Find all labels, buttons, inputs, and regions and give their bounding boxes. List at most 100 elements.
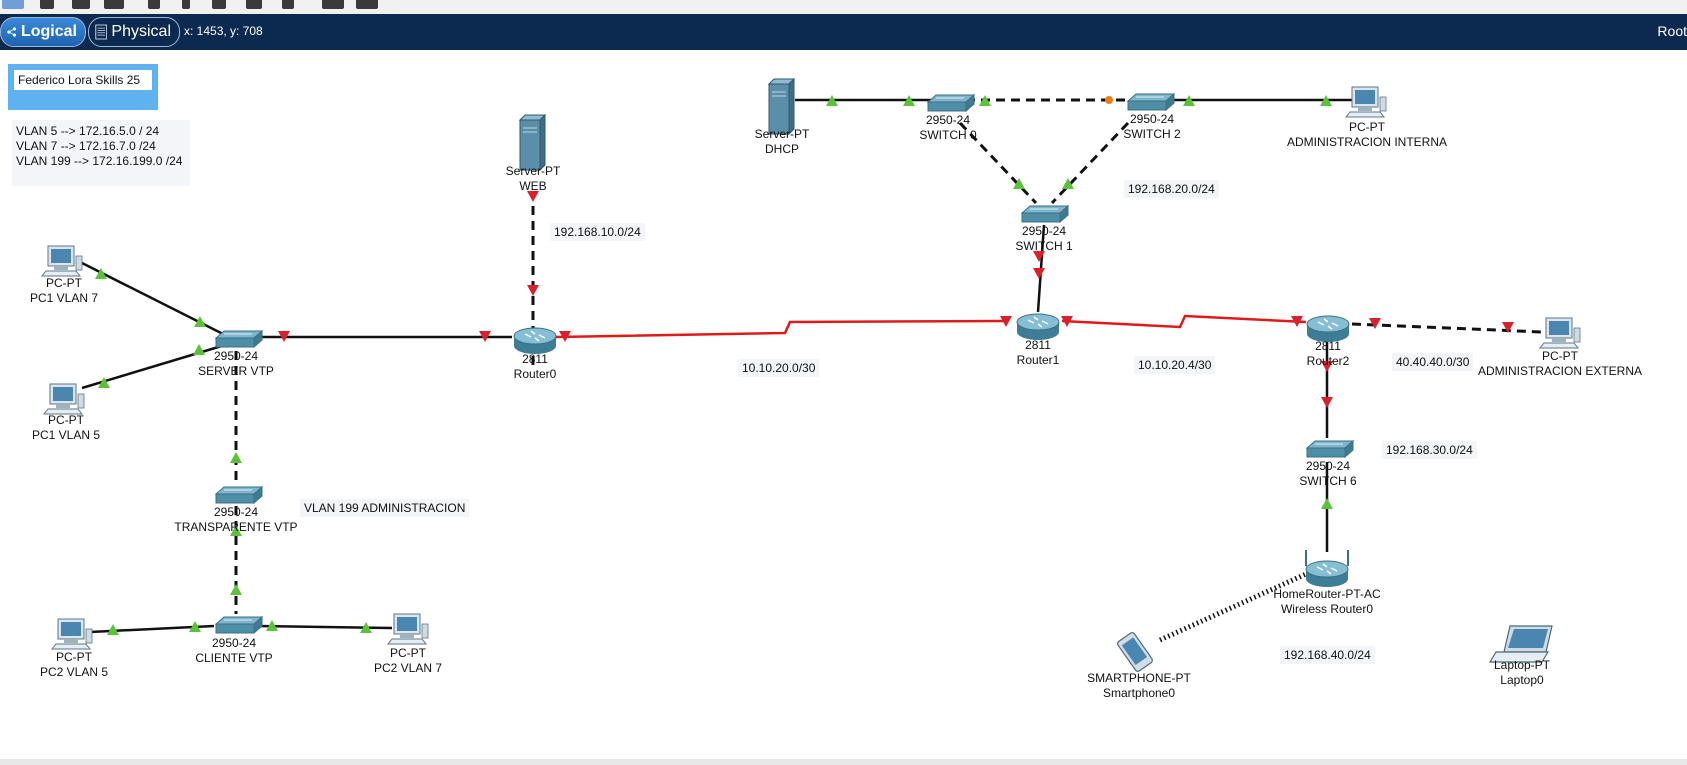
network-note[interactable]: 192.168.40.0/24 xyxy=(1280,646,1375,664)
device-type-text: 2950-24 xyxy=(211,636,257,650)
wireless-router[interactable] xyxy=(1305,550,1349,588)
device-type-text: Laptop-PT xyxy=(1493,658,1551,672)
link-router2-pc-admin-ext[interactable] xyxy=(1351,322,1543,334)
note-icon[interactable] xyxy=(148,0,160,9)
port-down-indicator xyxy=(278,191,1514,408)
device-name-text: SWITCH 1 xyxy=(1015,239,1073,253)
device-type-text: 2811 xyxy=(1315,339,1341,353)
pc2-vlan5[interactable] xyxy=(51,618,93,650)
network-note[interactable]: 192.168.30.0/24 xyxy=(1382,441,1477,459)
device-name-text: Smartphone0 xyxy=(1102,686,1176,700)
draw-icon[interactable] xyxy=(182,0,190,9)
pc-admin-externa[interactable] xyxy=(1539,317,1581,349)
shape-icon[interactable] xyxy=(212,0,226,9)
inspect-icon[interactable] xyxy=(72,0,90,9)
device-name-text: SERVER VTP xyxy=(198,364,274,378)
link-router0-router1[interactable] xyxy=(555,319,1006,339)
device-name-text: WEB xyxy=(519,179,547,193)
router-0[interactable] xyxy=(513,327,557,355)
server-dhcp[interactable] xyxy=(768,78,795,135)
link-router1-router2[interactable] xyxy=(1061,314,1307,329)
zoom-icon[interactable] xyxy=(40,0,54,9)
toolbar-strip xyxy=(0,0,1687,14)
vlan-note[interactable]: VLAN 5 --> 172.16.5.0 / 24 VLAN 7 --> 17… xyxy=(12,120,190,186)
device-name-text: ADMINISTRACION EXTERNA xyxy=(1477,364,1643,378)
rack-icon xyxy=(95,24,108,40)
select-tool-icon[interactable] xyxy=(2,0,24,9)
device-name-text: PC1 VLAN 7 xyxy=(29,291,99,305)
switch-server-vtp[interactable] xyxy=(215,330,263,348)
device-type-text: PC-PT xyxy=(1348,120,1385,134)
smartphone[interactable] xyxy=(1116,632,1153,673)
device-name-text: TRANSPARENTE VTP xyxy=(174,520,298,534)
switch-2[interactable] xyxy=(1127,93,1175,111)
workspace-bar: Logical Physical x: 1453, y: 708 Root xyxy=(0,14,1687,50)
network-note[interactable]: 10.10.20.4/30 xyxy=(1134,356,1216,374)
bottom-strip xyxy=(0,759,1687,765)
device-type-text: 2811 xyxy=(1025,338,1051,352)
device-name-text: SWITCH 2 xyxy=(1123,127,1181,141)
title-note[interactable]: Federico Lora Skills 25 xyxy=(8,64,158,110)
topology-diagram xyxy=(41,78,1581,673)
device-type-text: PC-PT xyxy=(1541,349,1578,363)
device-name-text: DHCP xyxy=(764,142,799,156)
network-note[interactable]: 192.168.20.0/24 xyxy=(1124,180,1219,198)
device-name-text: CLIENTE VTP xyxy=(195,651,273,665)
logical-workspace-canvas[interactable]: Federico Lora Skills 25 VLAN 5 --> 172.1… xyxy=(0,50,1687,759)
physical-mode-button[interactable]: Physical xyxy=(88,17,180,47)
network-note[interactable]: VLAN 199 ADMINISTRACION xyxy=(300,499,470,517)
switch-0[interactable] xyxy=(927,94,975,112)
device-type-text: 2950-24 xyxy=(213,505,259,519)
switch-cliente-vtp[interactable] xyxy=(215,616,263,634)
freeform-icon[interactable] xyxy=(282,0,294,9)
resize-icon[interactable] xyxy=(104,0,124,9)
logical-mode-button[interactable]: Logical xyxy=(0,17,86,47)
device-type-text: PC-PT xyxy=(55,650,92,664)
network-note[interactable]: 10.10.20.0/30 xyxy=(738,359,820,377)
device-name-text: Laptop0 xyxy=(1500,673,1544,687)
network-icon xyxy=(7,27,17,37)
device-type-text: 2950-24 xyxy=(1305,459,1351,473)
laptop[interactable] xyxy=(1488,625,1553,663)
link-switch0-switch1[interactable] xyxy=(958,121,1038,205)
switch-transparente-vtp[interactable] xyxy=(215,486,263,504)
device-type-text: Server-PT xyxy=(754,127,810,141)
device-name-text: SWITCH 6 xyxy=(1299,474,1357,488)
vlan-note-line: VLAN 199 --> 172.16.199.0 /24 xyxy=(16,154,183,168)
ellipse-icon[interactable] xyxy=(246,0,262,9)
vlan-note-line: VLAN 7 --> 172.16.7.0 /24 xyxy=(16,139,156,153)
switch-1[interactable] xyxy=(1021,205,1069,223)
switch-6[interactable] xyxy=(1306,440,1354,458)
device-name-text: ADMINISTRACION INTERNA xyxy=(1286,135,1448,149)
title-note-text: Federico Lora Skills 25 xyxy=(14,70,152,90)
device-type-text: 2811 xyxy=(522,352,548,366)
root-label[interactable]: Root xyxy=(1657,23,1687,39)
complex-pdu-icon[interactable] xyxy=(356,0,378,9)
network-note[interactable]: 192.168.10.0/24 xyxy=(550,223,645,241)
logical-label: Logical xyxy=(20,23,77,40)
server-web[interactable] xyxy=(519,114,546,171)
link-cliente-pc2vlan7[interactable] xyxy=(257,624,393,630)
router-1[interactable] xyxy=(1016,313,1060,341)
network-note[interactable]: 40.40.40.0/30 xyxy=(1392,353,1474,371)
pc1-vlan5[interactable] xyxy=(43,383,85,415)
pdu-icon[interactable] xyxy=(322,0,344,9)
device-name-text: Wireless Router0 xyxy=(1280,602,1374,616)
device-type-text: 2950-24 xyxy=(1129,112,1175,126)
pc2-vlan7[interactable] xyxy=(387,613,429,645)
pc-admin-interna[interactable] xyxy=(1345,86,1387,118)
pc1-vlan7[interactable] xyxy=(41,245,83,277)
device-type-text: SMARTPHONE-PT xyxy=(1087,671,1191,685)
link-switch2-switch1[interactable] xyxy=(1050,121,1130,205)
